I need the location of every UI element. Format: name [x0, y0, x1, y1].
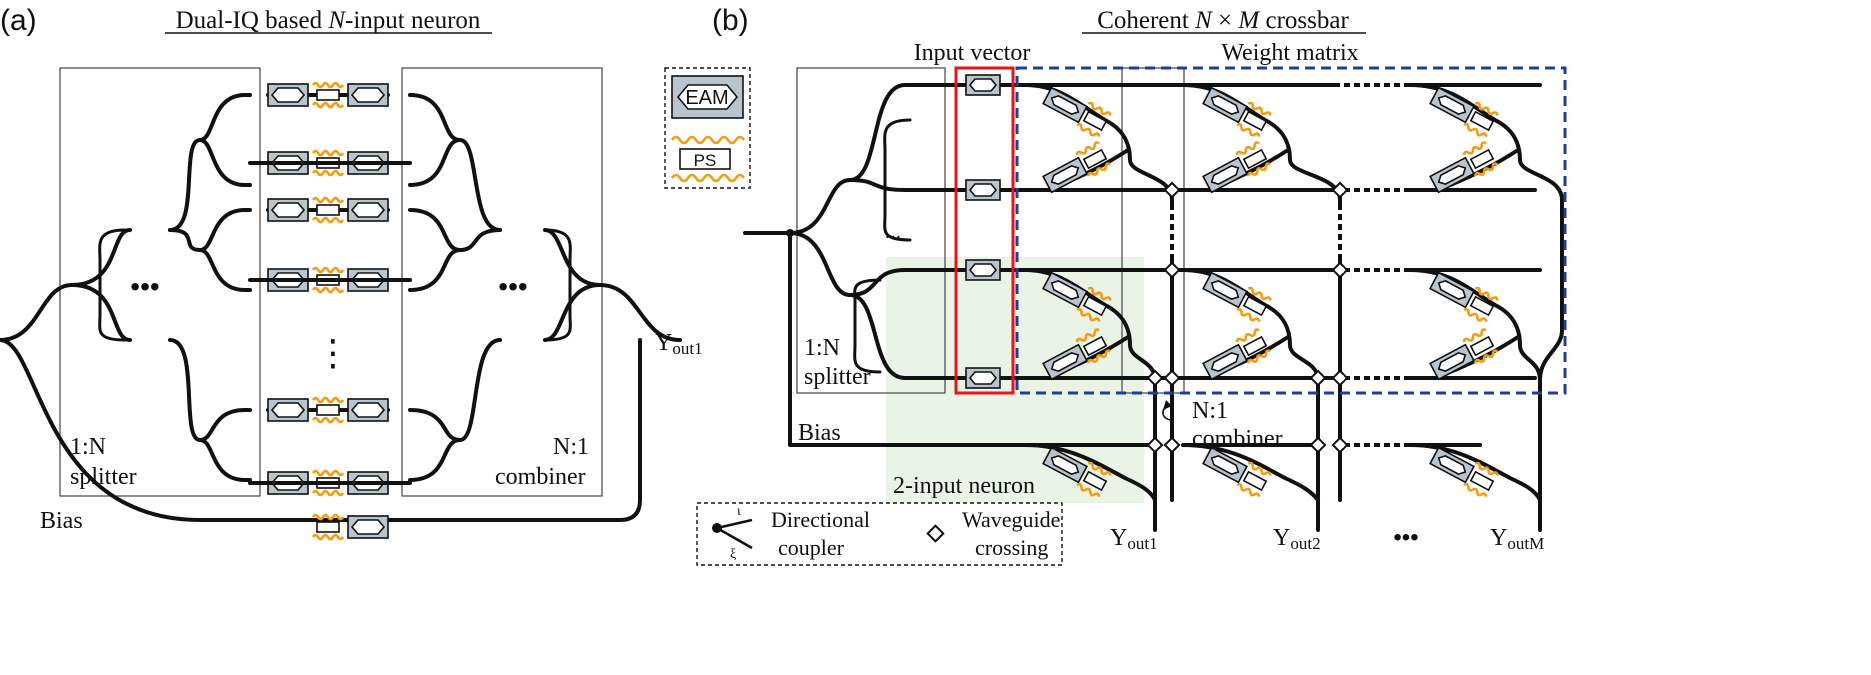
output-ellipsis: •••: [1393, 524, 1418, 551]
splitter-label-a-2: splitter: [70, 464, 137, 490]
panel-a: (a) Dual-IQ based N-input neuron: [0, 4, 703, 541]
legend-ps-wave-bottom: [670, 173, 746, 183]
dual-iq-1: [268, 83, 388, 107]
output-label-m: YoutM: [1490, 525, 1544, 553]
waveguides-b: [743, 83, 1564, 532]
vellipsis-a: ⋮: [315, 332, 351, 373]
coupler-icon-lower: [716, 526, 753, 550]
combiner-label-b-2: combiner: [1192, 426, 1283, 452]
splitter-label-b-1: 1:N: [804, 335, 840, 361]
combiner-label-a-1: N:1: [553, 434, 589, 460]
output-label-1: Yout1: [1110, 525, 1158, 553]
splitter-label-a-1: 1:N: [70, 434, 106, 460]
combiner-label-a-2: combiner: [495, 464, 586, 490]
coupler-label-1: Directional: [771, 507, 870, 532]
coupler-icon-upper: [716, 518, 753, 530]
brackets-a: [98, 228, 572, 342]
legend-components-box: [664, 67, 751, 189]
panel-a-title: Dual-IQ based N-input neuron: [176, 7, 481, 34]
crossing-label-2: crossing: [975, 535, 1048, 560]
dual-iq-3: [268, 198, 388, 222]
bias-branch-a: [298, 513, 392, 541]
legend-structures: ι ξ Directional coupler Waveguide crossi…: [696, 502, 1063, 566]
panel-b-title: Coherent N × M crossbar: [1097, 7, 1349, 34]
legend-eam-label: EAM: [685, 87, 728, 109]
coupler-icon-dot: [712, 523, 722, 533]
weight-matrix-box: [1015, 66, 1567, 395]
vertical-ellipsis-marks: [1169, 82, 1410, 448]
combiner-label-b-1: N:1: [1192, 398, 1228, 424]
output-label-a: Yout1: [655, 330, 703, 358]
legend-structures-box: [696, 502, 1063, 566]
legend-ps-label: PS: [694, 151, 717, 170]
dual-iq-5: [268, 398, 388, 422]
coupler-symbol-upper: ι: [737, 504, 741, 519]
ellipsis-splitter-b: ...: [885, 221, 902, 243]
bias-label-a: Bias: [40, 508, 83, 534]
ellipsis-right-a: •••: [498, 271, 527, 302]
weight-matrix-label: Weight matrix: [1221, 40, 1358, 66]
legend-ps-wave-top: [670, 135, 746, 145]
panel-b: (b) Coherent N × M crossbar Input vector…: [712, 4, 1567, 553]
crossing-label-1: Waveguide: [962, 507, 1060, 532]
panel-b-label: (b): [712, 4, 749, 37]
input-vector-label: Input vector: [914, 40, 1031, 66]
legend-ps-icon: [679, 148, 731, 170]
bias-label-b: Bias: [798, 420, 841, 446]
coupler-symbol-lower: ξ: [730, 547, 736, 562]
bias-tap-dot: [786, 229, 794, 237]
coupler-label-2: coupler: [778, 535, 845, 560]
waveguides-a: [0, 93, 682, 522]
neuron-label: 2-input neuron: [893, 473, 1035, 499]
ellipsis-left-a: •••: [130, 271, 159, 302]
legend-components: EAM PS: [664, 67, 751, 189]
panel-a-label: (a): [0, 4, 37, 37]
splitter-label-b-2: splitter: [804, 364, 871, 390]
crossing-icon: [926, 524, 945, 543]
input-vector-box: [954, 66, 1015, 395]
output-label-2: Yout2: [1273, 525, 1321, 553]
